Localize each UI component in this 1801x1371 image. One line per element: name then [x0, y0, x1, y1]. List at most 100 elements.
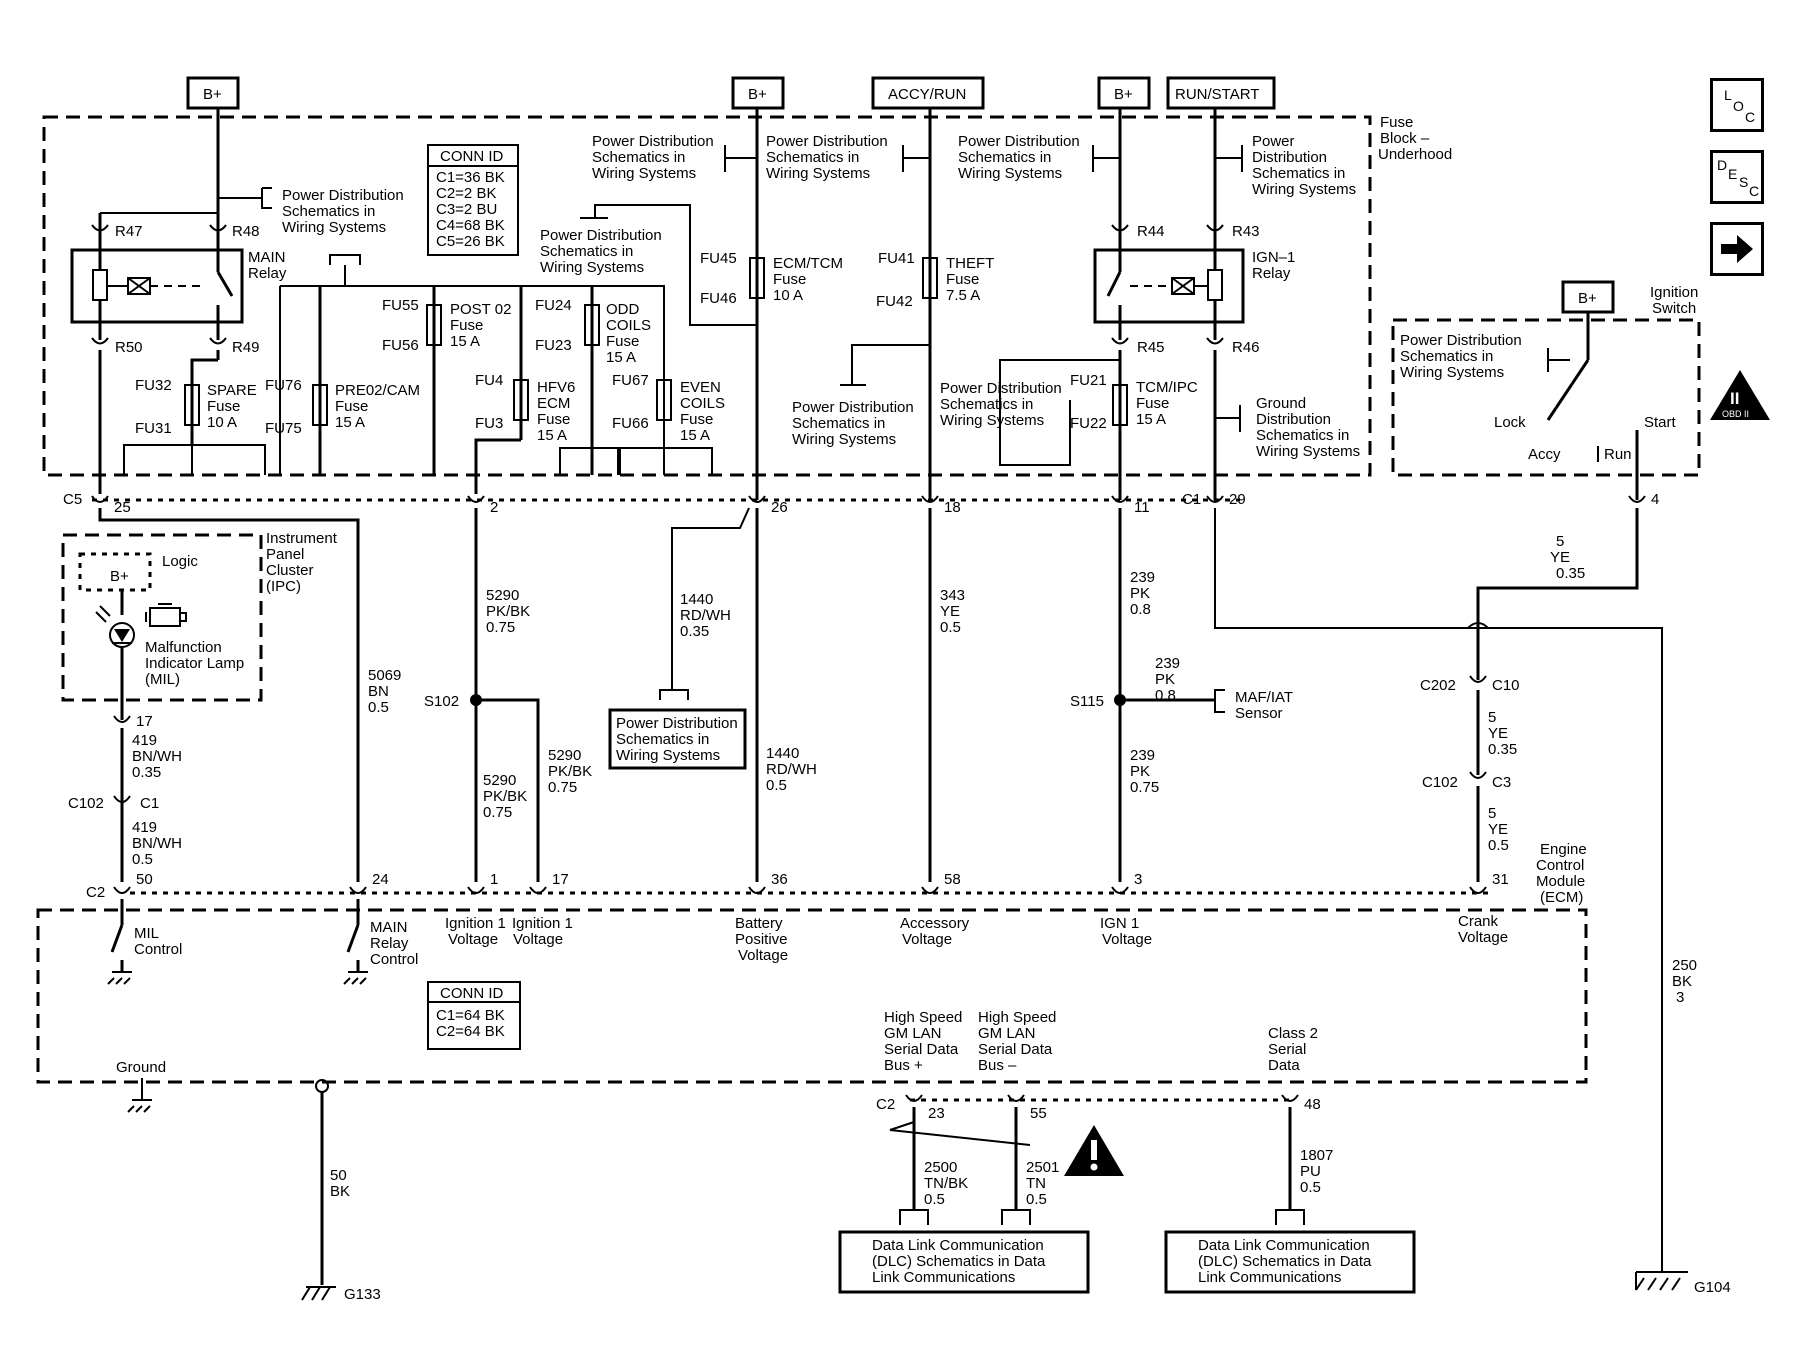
svg-text:50: 50 — [136, 871, 153, 888]
svg-text:FU32: FU32 — [135, 377, 172, 394]
svg-text:25: 25 — [114, 499, 131, 516]
ecm-outline — [36, 908, 1588, 1084]
svg-text:FU24: FU24 — [535, 297, 572, 314]
svg-text:FU67: FU67 — [612, 372, 649, 389]
svg-text:C2=2 BK: C2=2 BK — [436, 185, 496, 202]
svg-text:C1: C1 — [1182, 491, 1201, 508]
svg-text:R46: R46 — [1232, 339, 1260, 356]
svg-text:R50: R50 — [115, 339, 143, 356]
svg-text:4: 4 — [1651, 491, 1659, 508]
dlc-pin-row: 23 55 48 — [905, 1094, 1321, 1122]
c102-c1: C102 C1 — [68, 795, 159, 812]
c102-c3: C102 C3 — [1422, 771, 1511, 791]
svg-text:18: 18 — [944, 499, 961, 516]
svg-text:10 A: 10 A — [207, 414, 237, 431]
svg-text:1: 1 — [490, 871, 498, 888]
fuse-post02: FU55 FU56 POST 02 Fuse 15 A — [382, 286, 511, 475]
svg-text:FU4: FU4 — [475, 372, 503, 389]
desc-button[interactable]: D E S C — [1710, 150, 1764, 204]
svg-text:Logic: Logic — [162, 553, 198, 570]
svg-text:POST 02: POST 02 — [450, 301, 511, 318]
c5-pin-26: 26 — [748, 495, 788, 516]
svg-text:C1=36 BK: C1=36 BK — [436, 169, 505, 186]
svg-text:R43: R43 — [1232, 223, 1260, 240]
svg-text:Run: Run — [1604, 446, 1632, 463]
svg-text:3: 3 — [1134, 871, 1142, 888]
svg-text:CONN ID: CONN ID — [440, 148, 504, 165]
c5-pin-25: 25 — [91, 350, 131, 516]
svg-text:48: 48 — [1304, 1096, 1321, 1113]
conn-id-ecm: CONN ID C1=64 BK C2=64 BK — [427, 981, 521, 1050]
svg-text:C10: C10 — [1492, 677, 1520, 694]
svg-text:S115: S115 — [1070, 693, 1104, 710]
svg-text:17: 17 — [552, 871, 569, 888]
svg-text:24: 24 — [372, 871, 389, 888]
supply-accy-run: ACCY/RUN — [871, 76, 985, 110]
fuse-spare: FU32 FU31 SPARE Fuse 10 A — [123, 377, 266, 475]
supply-bplus-2: B+ — [731, 76, 785, 110]
svg-text:B+: B+ — [110, 568, 129, 585]
svg-text:Accy: Accy — [1528, 446, 1561, 463]
ecm-ground: Ground — [116, 1059, 166, 1113]
svg-text:CONN ID: CONN ID — [440, 985, 504, 1002]
svg-text:17: 17 — [136, 713, 153, 730]
svg-text:R47: R47 — [115, 223, 143, 240]
svg-text:C1: C1 — [140, 795, 159, 812]
svg-text:15 A: 15 A — [335, 414, 365, 431]
svg-text:FU23: FU23 — [535, 337, 572, 354]
c5-label: C5 — [63, 491, 82, 508]
c5-pin-11: 11 — [1111, 495, 1150, 516]
supply-run-start: RUN/START — [1166, 76, 1276, 110]
svg-text:Fuse: Fuse — [450, 317, 483, 334]
svg-text:FU76: FU76 — [265, 377, 302, 394]
arrow-right-icon — [1721, 235, 1753, 263]
svg-text:C1=64 BK: C1=64 BK — [436, 1007, 505, 1024]
svg-text:FU45: FU45 — [700, 250, 737, 267]
loc-button[interactable]: L O C — [1710, 78, 1764, 132]
svg-text:FU46: FU46 — [700, 290, 737, 307]
svg-text:FU21: FU21 — [1070, 372, 1107, 389]
svg-text:Fuse: Fuse — [207, 398, 240, 415]
next-button[interactable] — [1710, 222, 1764, 276]
